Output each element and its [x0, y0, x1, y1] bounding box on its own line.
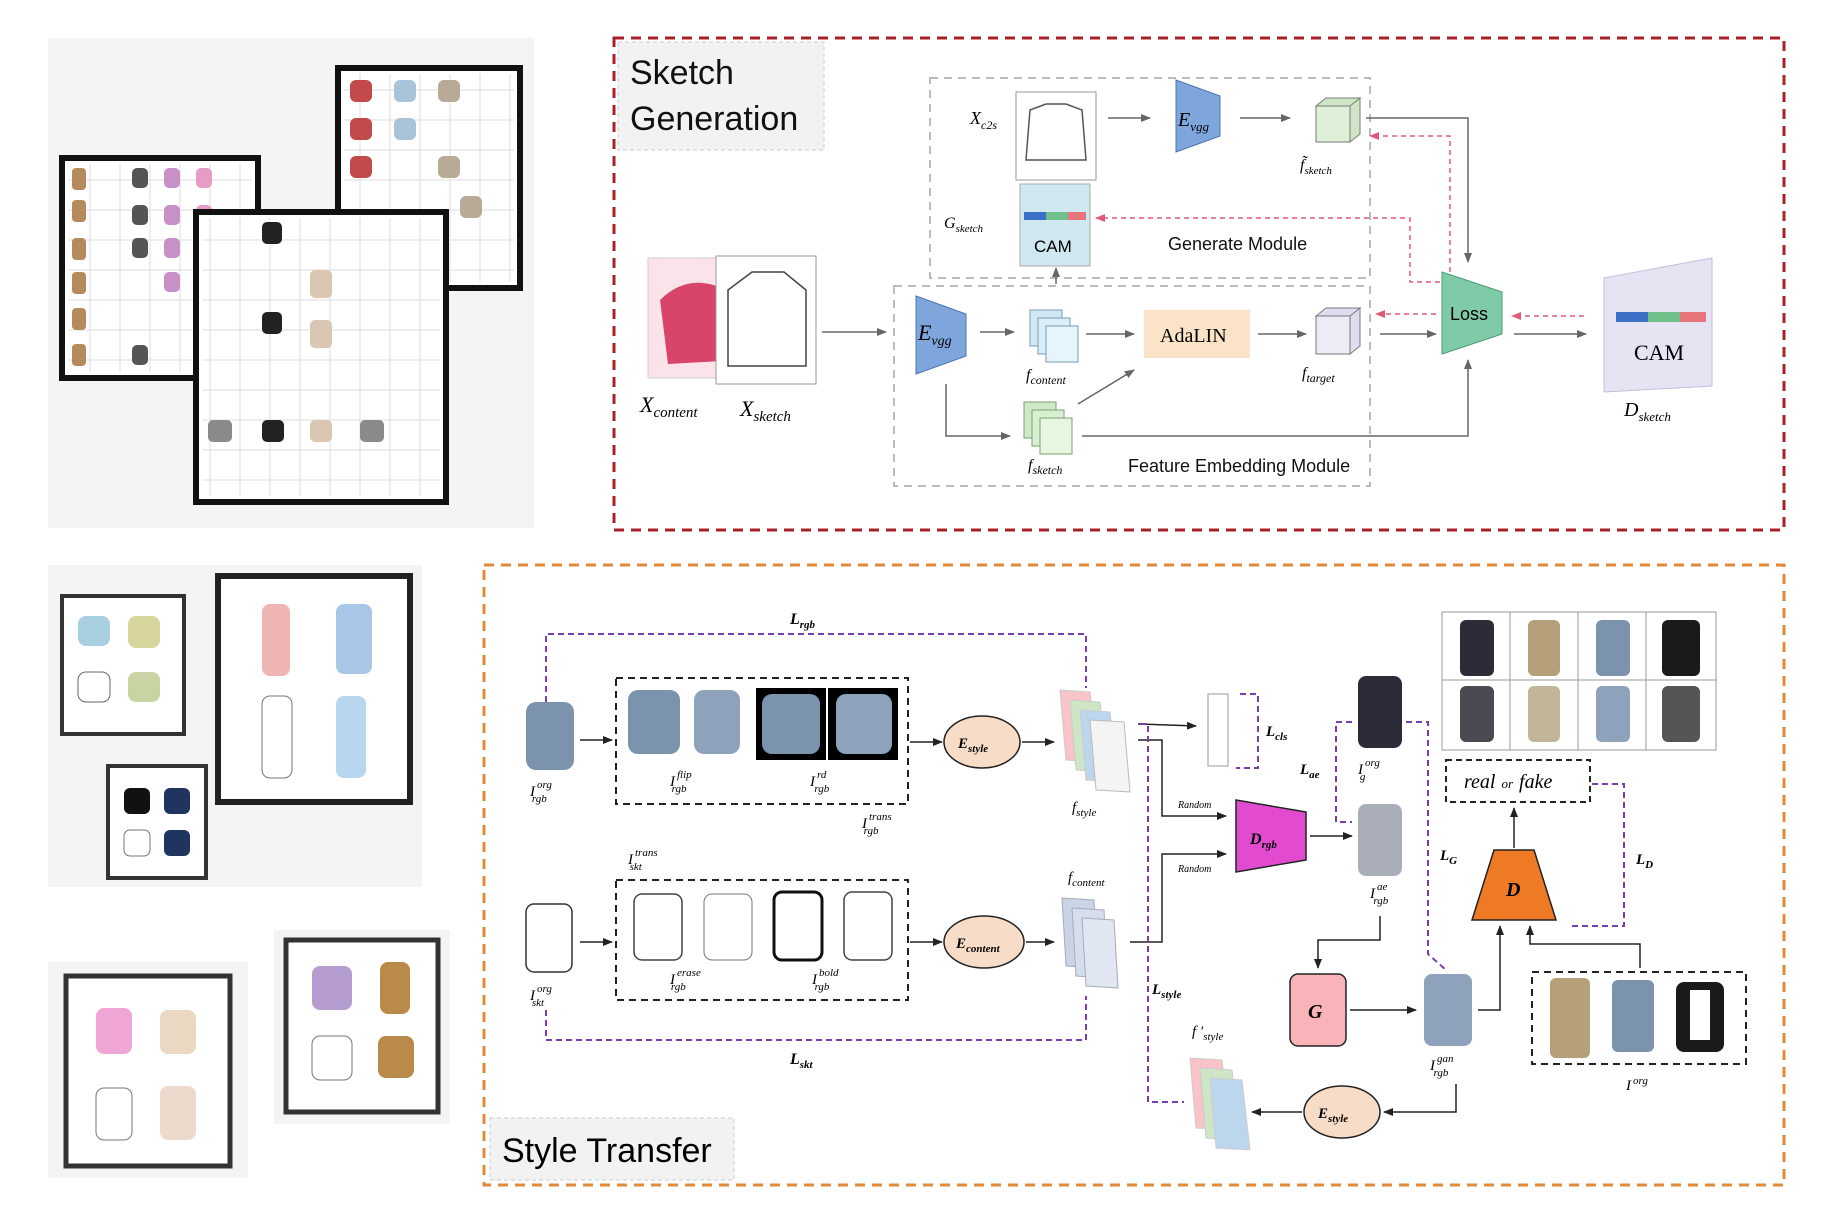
l-d-label: LD	[1635, 852, 1653, 871]
sketch-generation-panel: Sketch Generation Generate Module Featur…	[612, 36, 1786, 532]
e-style-bottom-label: Estyle	[1317, 1106, 1348, 1125]
dataset-collage-small	[48, 930, 450, 1178]
f-sketch-tilde-label: f̃sketch	[1300, 156, 1332, 177]
f-sketch-tilde-cube	[1315, 105, 1351, 143]
f-style-prime-stack	[1189, 1057, 1251, 1151]
sketch-title-line2: Generation	[630, 100, 798, 138]
generated-org-image	[1358, 676, 1402, 748]
dataset-collage-bottom	[48, 565, 422, 887]
d-label: D	[1505, 879, 1520, 901]
x-sketch-label: Xsketch	[739, 396, 791, 425]
evgg-top-label: Evgg	[1177, 109, 1209, 134]
l-skt-label: Lskt	[789, 1051, 814, 1071]
f-target-cube	[1315, 315, 1351, 355]
d-sketch-cam-label: CAM	[1634, 340, 1684, 365]
sketch-c2s-image	[1015, 91, 1097, 181]
e-style-label: Estyle	[957, 736, 988, 755]
adalin-label: AdaLIN	[1160, 325, 1227, 347]
cam-generator-block	[1019, 183, 1091, 267]
f-content-bottom-label: fcontent	[1068, 870, 1105, 889]
d-sketch-label: Dsketch	[1623, 399, 1671, 424]
feature-module-label: Feature Embedding Module	[1128, 456, 1350, 476]
dataset-collage-top	[48, 38, 534, 528]
loss-label: Loss	[1450, 304, 1488, 324]
sketch-augmentation-box	[615, 879, 909, 1001]
adalin-block	[1144, 310, 1250, 358]
l-rgb-label: Lrgb	[789, 611, 816, 631]
loss-block	[1441, 271, 1503, 355]
g-label: G	[1308, 1001, 1323, 1023]
l-skt-loop	[545, 996, 1087, 1041]
l-style-label: Lstyle	[1151, 982, 1181, 1001]
rgb-augmentation-box	[615, 677, 909, 805]
original-rgb-jacket	[526, 702, 574, 770]
f-sketch-label: fsketch	[1028, 457, 1062, 477]
ae-rgb-image	[1358, 804, 1402, 876]
evgg-main-block	[915, 295, 967, 375]
d-rgb-label: Drgb	[1249, 831, 1277, 851]
x-content-label: Xcontent	[639, 392, 698, 421]
cam-generator-label: CAM	[1034, 237, 1072, 256]
l-ae-label: Lae	[1299, 762, 1320, 781]
generate-module-label: Generate Module	[1168, 234, 1307, 254]
f-content-stack-bottom	[1061, 897, 1119, 989]
original-sketch	[525, 903, 573, 973]
f-content-label: fcontent	[1026, 367, 1066, 387]
evgg-top-block	[1175, 79, 1221, 153]
l-cls-label: Lcls	[1265, 724, 1287, 743]
sketch-image	[715, 255, 817, 385]
e-content-label: Econtent	[955, 936, 1001, 955]
e-style-encoder-bottom	[1303, 1085, 1381, 1139]
d-rgb-discriminator	[1235, 799, 1307, 873]
style-transfer-title: Style Transfer	[502, 1132, 712, 1170]
l-rgb-loop	[545, 633, 1087, 702]
f-style-prime-label: f ′style	[1192, 1024, 1223, 1043]
gan-rgb-image	[1424, 974, 1472, 1046]
discriminator-d	[1470, 849, 1558, 921]
f-target-label: ftarget	[1302, 365, 1335, 385]
random-label-bottom: Random	[1177, 864, 1211, 875]
d-sketch-block	[1603, 257, 1713, 393]
feature-module-box	[893, 285, 1371, 487]
f-style-label: fstyle	[1072, 800, 1096, 819]
f-style-stack	[1059, 689, 1131, 793]
f-content-stack	[1029, 309, 1079, 363]
generate-module-box	[929, 77, 1371, 279]
sketch-title-line1: Sketch	[630, 54, 734, 92]
evgg-main-label: Evgg	[917, 320, 952, 349]
e-style-encoder	[943, 715, 1021, 769]
real-or-fake-box	[1445, 759, 1591, 803]
x-c2s-label: Xc2s	[969, 108, 997, 132]
g-sketch-label: Gsketch	[944, 215, 984, 235]
random-label-top: Random	[1177, 800, 1211, 811]
e-content-encoder	[943, 915, 1025, 969]
f-sketch-stack	[1023, 401, 1073, 455]
original-images-box	[1531, 971, 1747, 1065]
cls-vector	[1207, 693, 1229, 767]
l-g-label: LG	[1439, 848, 1457, 867]
generator-g	[1289, 973, 1347, 1047]
